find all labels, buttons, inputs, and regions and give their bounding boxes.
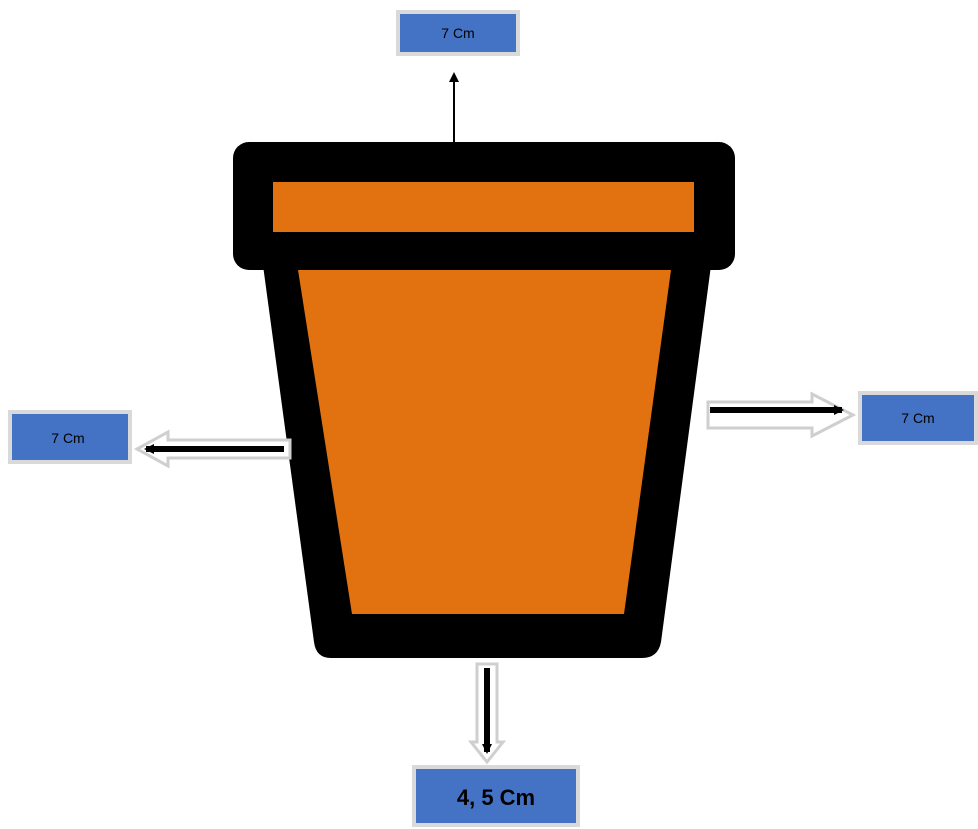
right-label-box xyxy=(858,391,978,445)
flower-pot xyxy=(233,142,735,658)
top-label-box xyxy=(396,10,520,56)
left-label-box xyxy=(8,410,132,464)
right-arrow-outline xyxy=(706,391,857,439)
top-dimension: 7 Cm xyxy=(396,10,520,142)
right-dimension: 7 Cm xyxy=(706,391,978,445)
right-label-text: 7 Cm xyxy=(901,410,934,426)
left-label-text: 7 Cm xyxy=(51,430,84,446)
left-dimension: 7 Cm xyxy=(8,410,292,469)
bottom-dimension: 4, 5 Cm xyxy=(412,662,580,827)
pot-rim-fill xyxy=(273,182,694,232)
pot-body-fill xyxy=(298,270,671,614)
bottom-label-box xyxy=(412,765,580,827)
top-label-text: 7 Cm xyxy=(441,25,474,41)
bottom-label-text: 4, 5 Cm xyxy=(457,785,535,810)
